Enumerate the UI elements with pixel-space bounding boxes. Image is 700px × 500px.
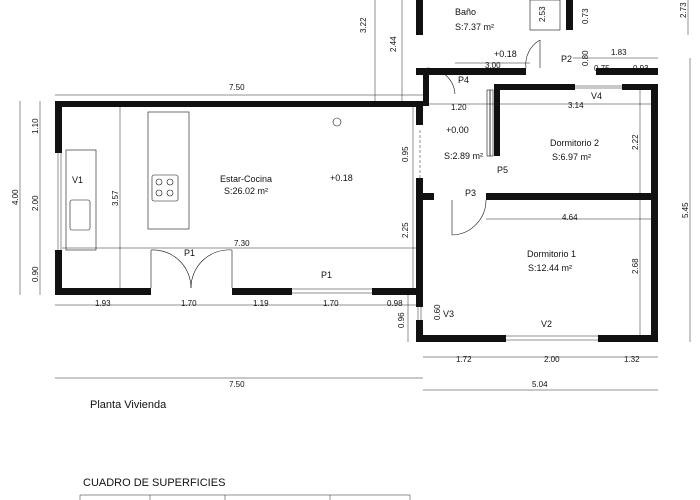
wall-d1-bottom-2 [598,335,658,342]
dim-183: 1.83 [611,48,627,57]
dim-172: 1.72 [456,355,472,364]
label-p4: P4 [458,75,469,85]
wall-estar-bottom-3 [372,288,416,295]
plan-title: Planta Vivienda [90,399,167,411]
dim-273: 2.73 [679,2,688,18]
dim-060: 0.60 [433,304,442,320]
kitchen-counter [65,149,97,251]
wall-bath-right [566,0,573,30]
furniture [65,0,561,251]
bath-shower [529,0,561,31]
bano-area: S:7.37 m² [455,22,494,32]
wall-estar-bottom-1 [55,288,151,295]
dim-120: 1.20 [451,103,467,112]
wall-d1-left-2 [416,320,423,342]
label-p2: P2 [561,54,572,64]
wall-estar-left-top [55,101,62,153]
surface-table [79,494,411,500]
label-p5: P5 [497,165,508,175]
label-p1-door: P1 [184,248,195,258]
dim-bottom-750: 7.50 [229,380,245,389]
dim-075: 0.75 [594,64,610,73]
dim-top-750: 7.50 [229,83,245,92]
dim-090: 0.90 [31,266,40,282]
dimension-lines [19,0,691,391]
estar-level: +0.18 [330,173,353,183]
estar-area: S:26.02 m² [224,186,268,196]
wall-d2-bottom [486,193,658,200]
dim-170b: 1.70 [323,299,339,308]
doors [150,39,541,289]
dim-098: 0.98 [387,299,403,308]
dim-322: 3.22 [359,17,368,33]
wall-d2-top-r [622,84,658,90]
label-v2: V2 [541,319,552,329]
opening-labels: P1 P1 P2 P3 P4 P5 V1 V2 V3 V4 [72,54,602,329]
dim-170a: 1.70 [181,299,197,308]
dim-095: 0.95 [401,146,410,162]
wall-estar-bottom-2 [232,288,292,295]
dim-268: 2.68 [631,258,640,274]
surface-table-title: CUADRO DE SUPERFICIES [83,477,225,489]
label-v3: V3 [443,309,454,319]
dim-200b: 2.00 [544,355,560,364]
dim-132: 1.32 [624,355,640,364]
dorm1-area: S:12.44 m² [528,263,572,273]
estar-name: Estar-Cocina [220,174,272,184]
dimension-labels: 7.50 7.50 5.04 1.93 1.70 1.19 1.70 0.98 … [11,2,690,389]
dim-225: 2.25 [401,222,410,238]
dim-200l: 2.00 [31,195,40,211]
bano-name: Baño [455,7,476,17]
dim-314: 3.14 [568,101,584,110]
wall-p3-left [416,193,434,200]
dim-400: 4.00 [11,189,20,205]
dim-730: 7.30 [234,239,250,248]
dim-357: 3.57 [111,190,120,206]
wall-d2-top [500,84,575,90]
wall-estar-top [55,101,423,107]
wall-center-top [416,101,423,125]
dim-222: 2.22 [631,134,640,150]
dim-080: 0.80 [581,50,590,66]
wall-d1-left [416,295,423,307]
room-labels: Estar-Cocina S:26.02 m² +0.18 Baño S:7.3… [220,7,599,273]
wall-bath-left [416,0,423,35]
wall-estar-left-bottom [55,250,62,295]
walls [55,0,658,342]
dorm1-name: Dormitorio 1 [527,249,576,259]
dim-193: 1.93 [95,299,111,308]
label-v4: V4 [591,91,602,101]
wall-d2-left [494,84,500,156]
kitchen-sink [69,199,91,231]
hall-area: S:2.89 m² [444,151,483,161]
dorm2-name: Dormitorio 2 [550,138,599,148]
wall-bath-bottom-r [596,68,658,75]
hall-level: +0.00 [446,125,469,135]
dim-253: 2.53 [538,6,547,22]
wall-hall-top [423,68,429,106]
dim-300: 3.00 [485,61,501,70]
kitchen-island [147,111,190,230]
label-p3: P3 [465,188,476,198]
dorm2-area: S:6.97 m² [552,152,591,162]
dim-bottom-504: 5.04 [532,380,548,389]
wall-d1-bottom-1 [416,335,506,342]
dim-464: 4.64 [562,213,578,222]
dim-096: 0.96 [397,312,406,328]
cooktop [151,174,179,202]
dim-073: 0.73 [581,8,590,24]
dim-119: 1.19 [253,299,269,308]
label-v1: V1 [72,175,83,185]
bano-level: +0.18 [494,49,517,59]
dim-093: 0.93 [633,64,649,73]
wall-center-mid [416,178,423,295]
wall-right-outer [651,84,658,342]
wall-bath-bottom [416,68,526,75]
windows [57,85,622,341]
dim-244: 2.44 [389,36,398,52]
dim-110: 1.10 [31,118,40,134]
label-p1-window: P1 [321,270,332,280]
dim-545: 5.45 [681,202,690,218]
